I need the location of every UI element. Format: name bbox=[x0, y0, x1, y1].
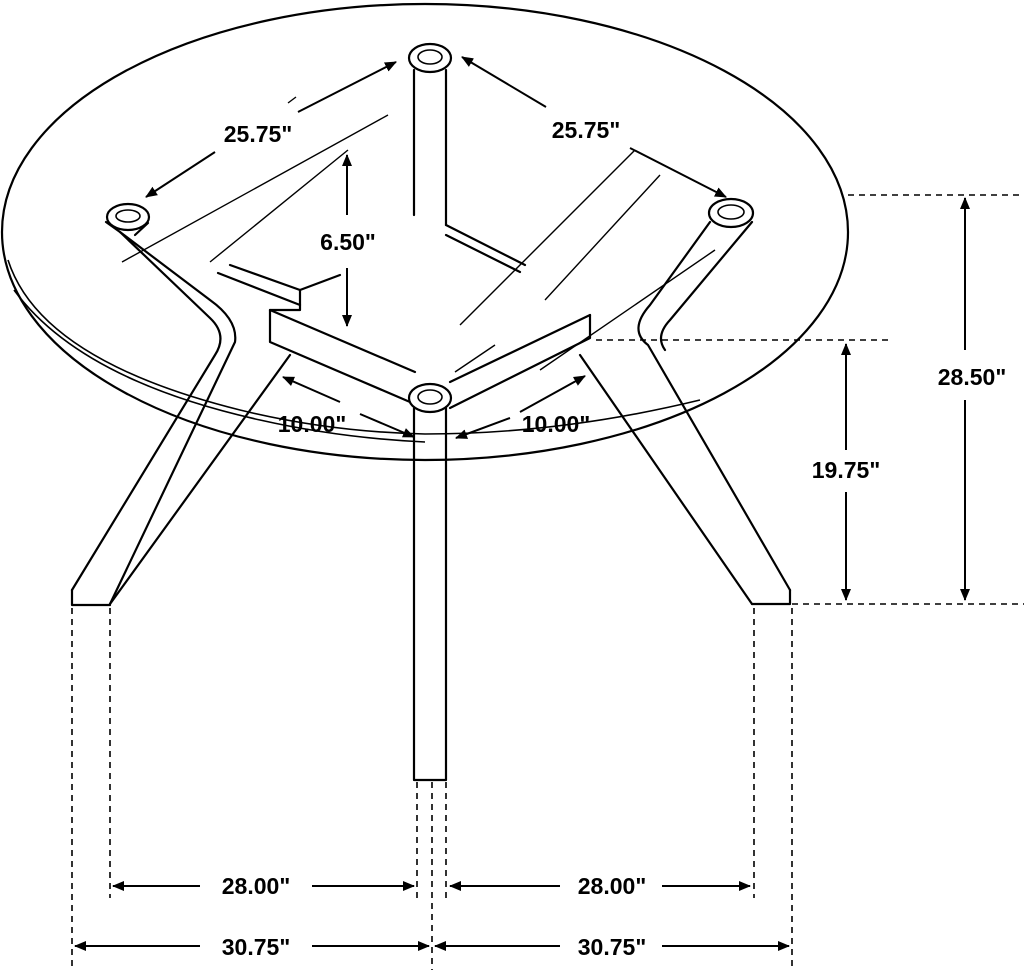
right-leg bbox=[578, 197, 792, 606]
glass-glare-lines bbox=[121, 96, 716, 373]
dim-apron-height: 6.50" bbox=[320, 229, 376, 255]
dim-under-top-clearance: 19.75" bbox=[812, 457, 880, 483]
left-leg bbox=[70, 202, 292, 607]
back-post bbox=[407, 42, 453, 227]
front-leg bbox=[407, 382, 453, 782]
dim-top-left-span: 25.75" bbox=[224, 121, 292, 147]
glass-top bbox=[0, 2, 850, 462]
dim-outer-left-span: 30.75" bbox=[222, 934, 290, 960]
dimension-arrows bbox=[74, 56, 970, 951]
dim-hub-left: 10.00" bbox=[278, 411, 346, 437]
apron-frame bbox=[216, 223, 592, 410]
dim-top-right-span: 25.75" bbox=[552, 117, 620, 143]
dim-inner-right-span: 28.00" bbox=[578, 873, 646, 899]
dim-hub-right: 10.00" bbox=[522, 411, 590, 437]
dim-outer-right-span: 30.75" bbox=[578, 934, 646, 960]
dim-overall-height: 28.50" bbox=[938, 364, 1006, 390]
extension-lines bbox=[71, 194, 1024, 970]
dim-inner-left-span: 28.00" bbox=[222, 873, 290, 899]
